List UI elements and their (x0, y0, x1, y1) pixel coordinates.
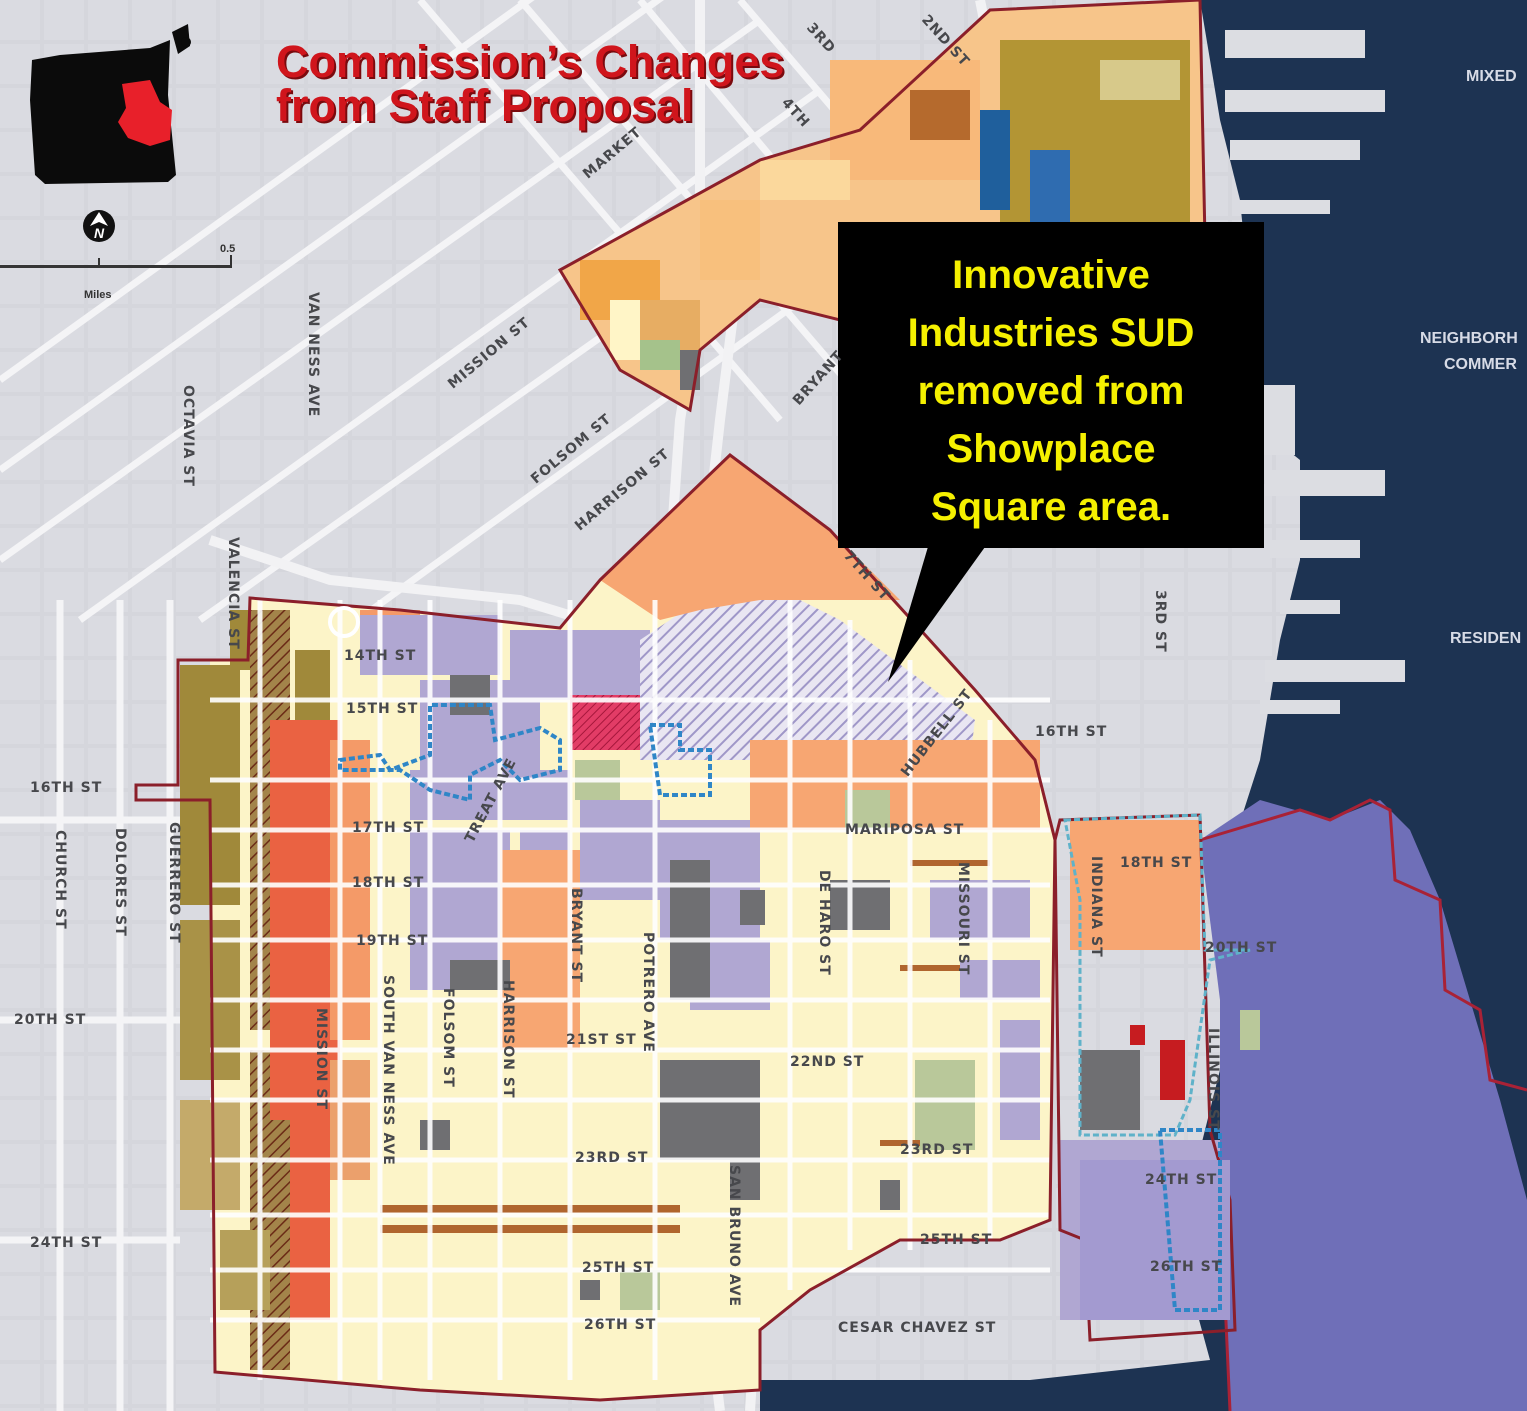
street-label-16th-right: 16TH ST (1035, 724, 1108, 740)
street-label-illinois: ILLINOIS ST (1205, 1028, 1221, 1131)
street-label-van-ness: VAN NESS AVE (305, 292, 321, 418)
district-streets (210, 600, 1050, 1380)
showplace-orange (600, 455, 900, 620)
roundabout (328, 606, 360, 638)
street-label-24th: 24TH ST (30, 1235, 103, 1251)
title-line-1: Commission’s Changes (276, 36, 785, 87)
street-label-19th: 19TH ST (356, 933, 429, 949)
scale-bar (0, 255, 232, 268)
dogpatch-red (1160, 1040, 1185, 1100)
title-line-2: from Staff Proposal (276, 80, 694, 131)
nc-strips (380, 860, 990, 1233)
sud-outline-dogpatch (1063, 813, 1251, 1137)
dogpatch-purple (1080, 1160, 1230, 1320)
callout-line-1: Innovative (952, 253, 1150, 297)
street-label-3rd-right: 3RD ST (1152, 590, 1168, 653)
street-label-18th-right: 18TH ST (1120, 855, 1193, 871)
street-label-25th-right: 25TH ST (920, 1232, 993, 1248)
sud-outline-mission (338, 703, 562, 803)
legend-label-commercial: COMMER (1444, 356, 1517, 373)
callout-pointer (888, 540, 990, 682)
pier70-zone (1200, 800, 1527, 1411)
street-label-bryant-low: BRYANT ST (568, 888, 584, 984)
street-label-23rd-right: 23RD ST (900, 1142, 974, 1158)
street-label-harrison-low: HARRISON ST (500, 980, 516, 1099)
street-label-cesar-chavez: CESAR CHAVEZ ST (838, 1320, 997, 1336)
street-label-20th: 20TH ST (14, 1012, 87, 1028)
callout-line-5: Square area. (930, 485, 1172, 529)
piers (1225, 30, 1405, 714)
grey-parcels (420, 675, 1140, 1300)
street-label-octavia: OCTAVIA ST (180, 385, 196, 487)
street-label-valencia: VALENCIA ST (225, 537, 241, 650)
plan-area-highlight (118, 80, 172, 146)
street-label-17th: 17TH ST (352, 820, 425, 836)
street-label-dolores: DOLORES ST (112, 828, 128, 937)
street-label-14th: 14TH ST (344, 648, 417, 664)
street-label-san-bruno: SAN BRUNO AVE (726, 1165, 742, 1308)
north-arrow-icon: N (83, 210, 115, 242)
street-label-missouri: MISSOURI ST (955, 862, 971, 976)
street-label-20th-right: 20TH ST (1205, 940, 1278, 956)
street-label-church: CHURCH ST (52, 830, 68, 930)
street-label-15th: 15TH ST (346, 701, 419, 717)
scale-value: 0.5 (220, 243, 236, 255)
street-label-de-haro: DE HARO ST (816, 870, 832, 976)
street-label-26th-right: 26TH ST (1150, 1259, 1223, 1275)
svg-text:N: N (94, 225, 105, 241)
district-boundary (134, 453, 1057, 1402)
orange-band (750, 740, 1040, 830)
street-label-26th: 26TH ST (584, 1317, 657, 1333)
street-label-indiana: INDIANA ST (1088, 856, 1104, 958)
map-title: Commission’s Changes from Staff Proposal (276, 36, 956, 131)
legend-label-neighborhood: NEIGHBORH (1420, 330, 1518, 347)
soma-parcels (580, 40, 1190, 390)
street-label-folsom-low: FOLSOM ST (440, 988, 456, 1088)
street-label-23rd: 23RD ST (575, 1150, 649, 1166)
dogpatch-orange (1070, 820, 1200, 950)
scale-unit: Miles (84, 289, 112, 301)
street-label-22nd: 22ND ST (790, 1054, 865, 1070)
showplace-hatch (640, 600, 975, 760)
callout-line-2: Industries SUD (907, 311, 1195, 355)
legend-label-mixed: MIXED (1466, 68, 1517, 85)
locator-inset (30, 24, 191, 184)
sud-outline-24th (1157, 1128, 1222, 1312)
street-label-guerrero: GUERRERO ST (166, 822, 182, 944)
legend-label-residential: RESIDEN (1450, 630, 1522, 647)
street-label-potrero: POTRERO AVE (640, 932, 656, 1053)
sud-outline-potrero (647, 723, 712, 797)
callout-line-3: removed from (917, 369, 1185, 413)
street-label-16th-left: 16TH ST (30, 780, 103, 796)
street-label-21st: 21ST ST (566, 1032, 637, 1048)
sf-silhouette (30, 40, 176, 184)
street-label-24th-right: 24TH ST (1145, 1172, 1218, 1188)
street-label-mission-low: MISSION ST (313, 1008, 329, 1111)
callout-box: Innovative Industries SUD removed from S… (838, 222, 1264, 548)
street-label-mariposa: MARIPOSA ST (845, 822, 965, 838)
street-label-south-van-ness: SOUTH VAN NESS AVE (380, 975, 396, 1166)
callout-line-4: Showplace (946, 427, 1156, 471)
street-label-18th: 18TH ST (352, 875, 425, 891)
dogpatch-red-2 (1130, 1025, 1145, 1045)
hatched-red-block (570, 695, 640, 750)
street-label-25th: 25TH ST (582, 1260, 655, 1276)
